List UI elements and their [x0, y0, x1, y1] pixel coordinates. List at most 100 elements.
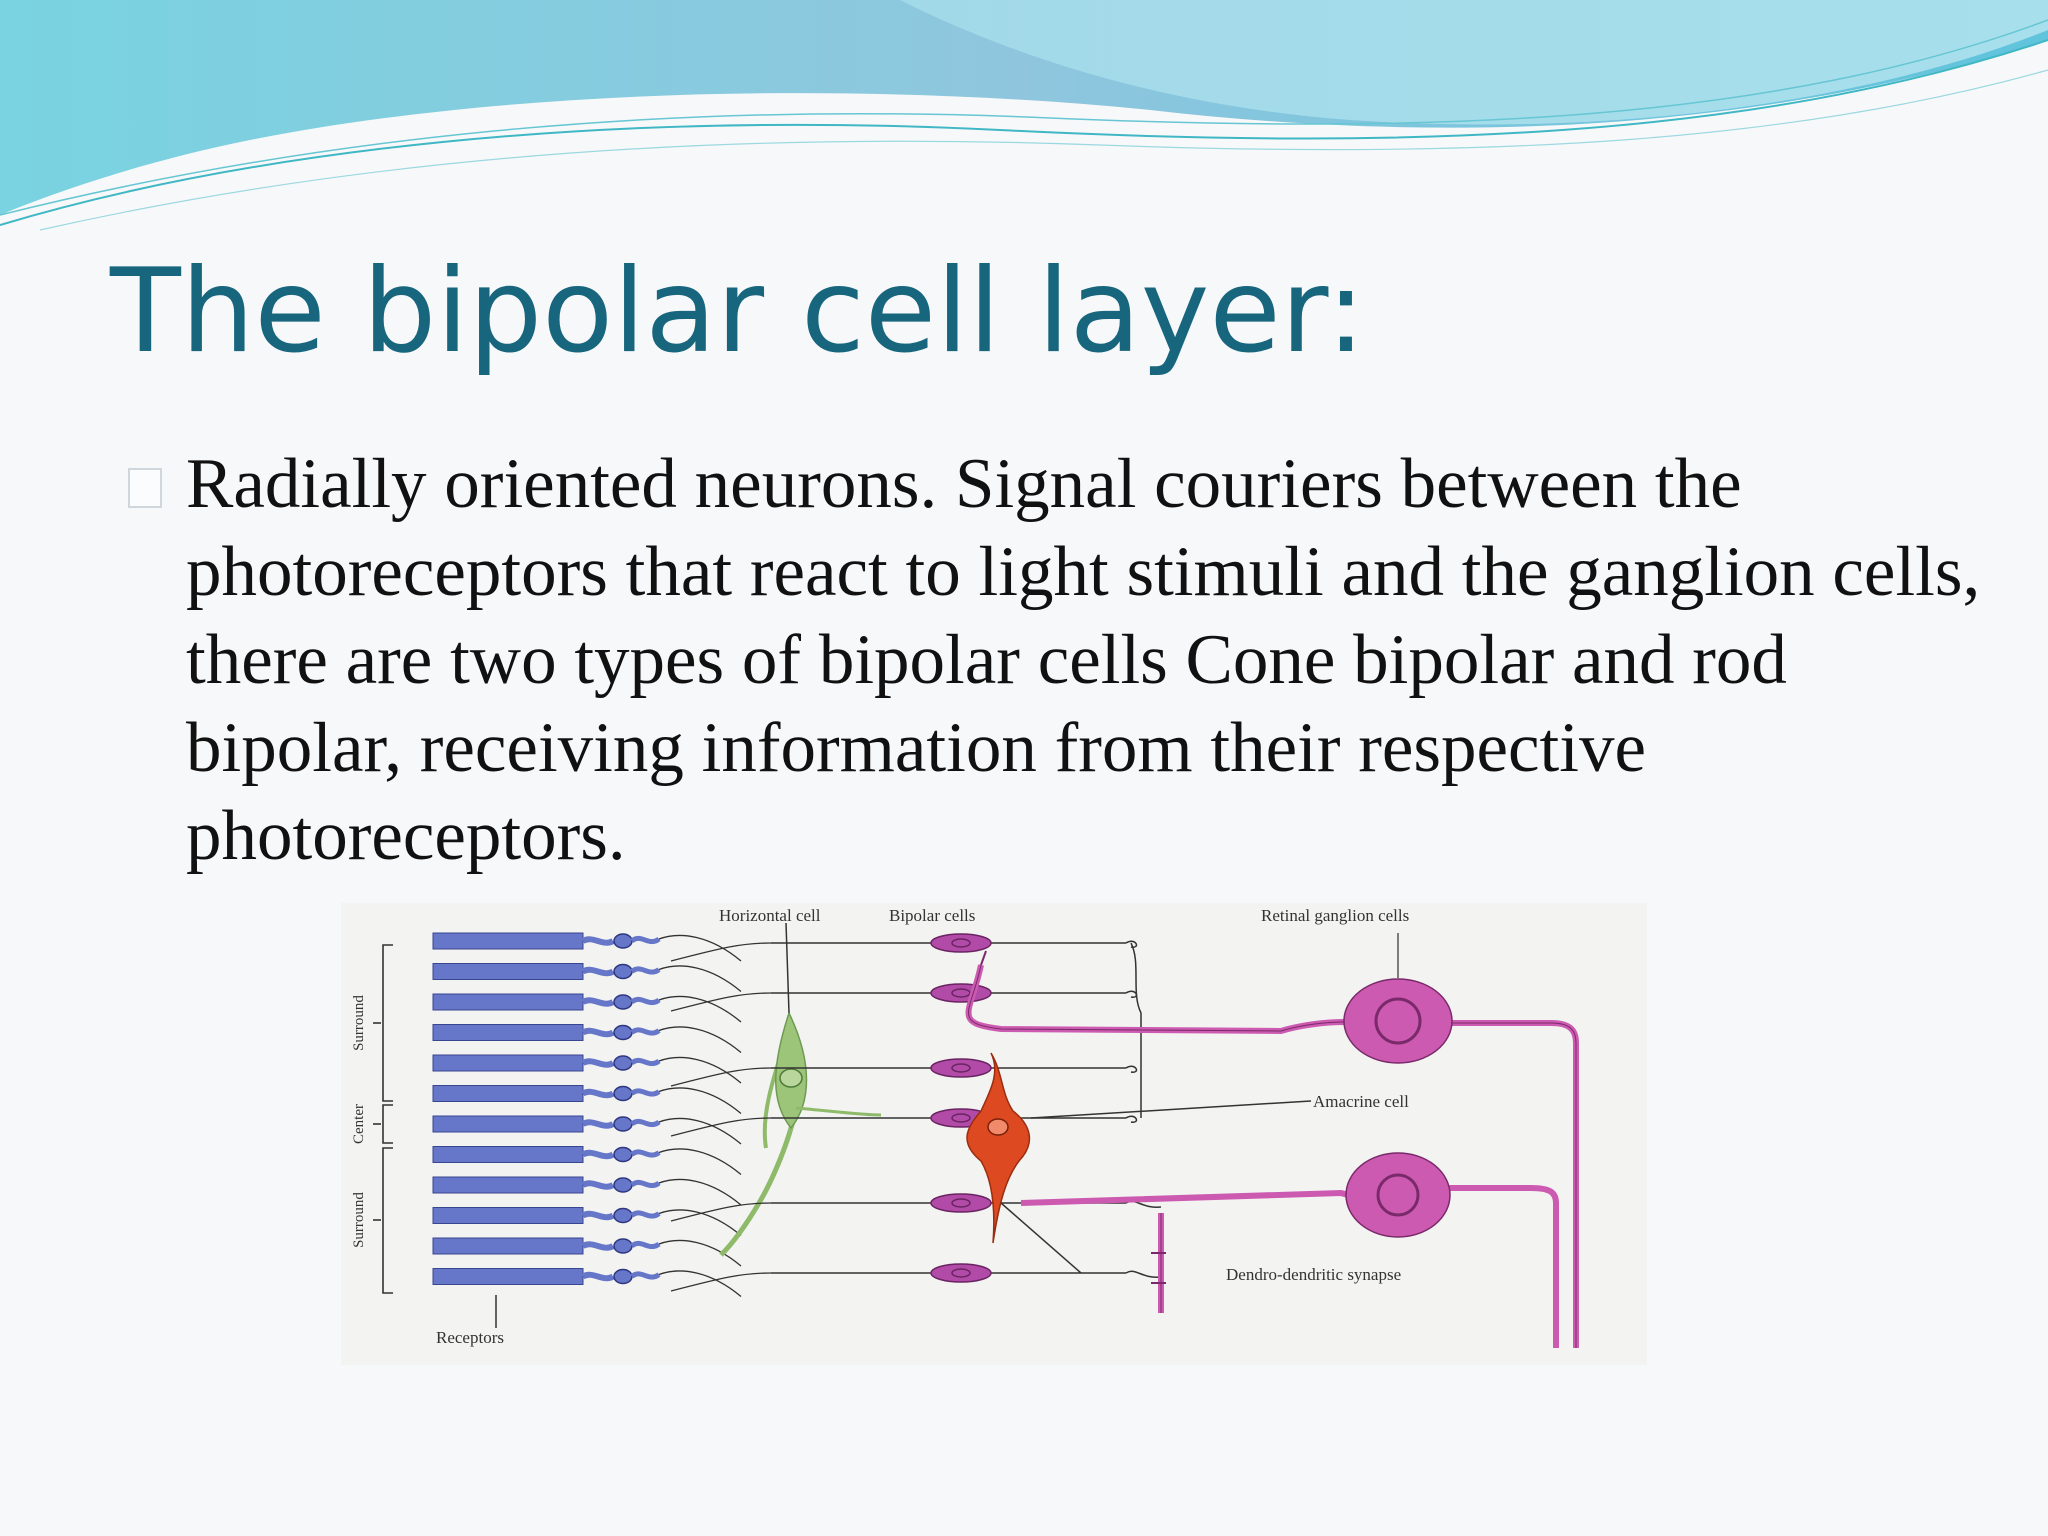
- bipolar-nucleus: [951, 1113, 971, 1123]
- receptor-outer-segment: [432, 1054, 584, 1072]
- bipolar-cells-label: Bipolar cells: [889, 906, 975, 925]
- receptor-connection: [658, 1056, 742, 1084]
- bullet-marker-icon: [128, 468, 162, 508]
- receptor-connection: [658, 1026, 742, 1053]
- receptor-outer-segment: [432, 963, 584, 980]
- ganglion-cells-label: Retinal ganglion cells: [1261, 906, 1409, 925]
- bipolar-cell: [670, 1108, 1138, 1137]
- receptor-axon: [630, 1179, 661, 1189]
- amacrine-cell: [966, 1052, 1312, 1274]
- receptor-connection: [658, 1117, 742, 1145]
- bipolar-terminal: [1125, 1115, 1138, 1123]
- receptor-inner-segment: [581, 1119, 615, 1129]
- ganglion-cells: [965, 933, 1579, 1348]
- receptor-nucleus: [613, 1116, 633, 1132]
- bullet-text: Radially oriented neurons. Signal courie…: [186, 445, 1981, 875]
- receptor-axon: [630, 1088, 661, 1097]
- bipolar-nucleus: [951, 1268, 971, 1278]
- receptor-cell: [432, 1024, 742, 1053]
- bipolar-terminal: [1125, 1270, 1162, 1278]
- receptor-inner-segment: [581, 1027, 615, 1038]
- receptor-inner-segment: [581, 1180, 615, 1190]
- receptor-cell: [432, 993, 742, 1023]
- bipolar-nucleus: [951, 1063, 971, 1073]
- receptor-nucleus: [613, 1268, 633, 1285]
- bipolar-dendrite: [670, 992, 772, 1012]
- receptor-outer-segment: [432, 993, 584, 1011]
- bipolar-soma: [930, 933, 992, 953]
- rod-bipolar-terminal: [1151, 1213, 1166, 1313]
- receptor-nucleus: [613, 1055, 633, 1071]
- bipolar-dendrite: [670, 1272, 772, 1292]
- slide-title: The bipolar cell layer:: [110, 244, 1366, 379]
- receptor-cells: [432, 932, 742, 1297]
- bipolar-cell: [670, 933, 1138, 962]
- receptor-outer-segment: [432, 1115, 584, 1133]
- bipolar-soma: [930, 1058, 992, 1078]
- receptor-outer-segment: [432, 1237, 584, 1255]
- amacrine-cell-label: Amacrine cell: [1313, 1092, 1409, 1111]
- bipolar-terminal-bundle: [1130, 942, 1142, 1118]
- receptor-nucleus: [613, 1207, 633, 1224]
- receptor-nucleus: [613, 1024, 633, 1041]
- bipolar-cells: [670, 933, 1162, 1292]
- receptor-cell: [432, 1054, 742, 1084]
- receptor-connection: [658, 1270, 742, 1297]
- receptor-cell: [432, 1085, 742, 1114]
- receptor-axon: [630, 1210, 661, 1219]
- receptor-axon: [630, 1057, 661, 1067]
- receptor-cell: [432, 1207, 742, 1236]
- receptor-nucleus: [613, 933, 633, 949]
- receptor-axon: [630, 1271, 661, 1280]
- receptor-axon: [630, 1240, 661, 1250]
- bipolar-dendrite: [670, 942, 772, 962]
- receptor-outer-segment: [432, 1146, 584, 1163]
- bipolar-nucleus: [951, 1198, 971, 1208]
- bipolar-nucleus: [951, 938, 971, 948]
- receptor-connection: [658, 1239, 742, 1267]
- bipolar-terminal: [1125, 1065, 1138, 1073]
- receptor-inner-segment: [581, 1241, 615, 1251]
- receptor-nucleus: [613, 1146, 633, 1163]
- surround-bottom-label: Surround: [351, 1192, 367, 1248]
- receptor-cell: [432, 1268, 742, 1297]
- receptor-outer-segment: [432, 1268, 584, 1285]
- bipolar-cell: [670, 1058, 1138, 1087]
- bipolar-dendrite: [670, 1067, 772, 1087]
- receptor-axon: [630, 935, 661, 945]
- bipolar-soma: [930, 983, 992, 1003]
- receptor-cell: [432, 1176, 742, 1206]
- receptor-inner-segment: [581, 997, 615, 1007]
- bipolar-soma: [930, 1263, 992, 1283]
- receptor-nucleus: [613, 963, 633, 980]
- receptor-connection: [658, 1148, 742, 1175]
- bipolar-soma: [930, 1193, 992, 1213]
- receptor-cell: [432, 1115, 742, 1145]
- receptor-inner-segment: [581, 1088, 615, 1099]
- receptor-outer-segment: [432, 1085, 584, 1102]
- receptor-cell: [432, 932, 742, 962]
- receptor-inner-segment: [581, 936, 615, 946]
- receptor-outer-segment: [432, 1024, 584, 1041]
- receptor-connection: [658, 965, 742, 992]
- receptors-label: Receptors: [436, 1328, 504, 1347]
- receptor-nucleus: [613, 1085, 633, 1102]
- receptor-axon: [630, 996, 661, 1006]
- synapse-label: Dendro-dendritic synapse: [1226, 1265, 1401, 1284]
- receptor-axon: [630, 1149, 661, 1158]
- receptor-axon: [630, 966, 661, 975]
- side-brackets: [373, 944, 393, 1294]
- center-label: Center: [351, 1104, 367, 1144]
- receptor-axon: [630, 1027, 661, 1036]
- receptor-connection: [658, 1178, 742, 1206]
- receptor-cell: [432, 1237, 742, 1267]
- receptor-cell: [432, 1146, 742, 1175]
- receptor-nucleus: [613, 1238, 633, 1254]
- horizontal-cell: [719, 922, 882, 1257]
- bipolar-dendrite: [670, 1202, 772, 1222]
- receptor-connection: [658, 934, 742, 962]
- receptor-outer-segment: [432, 932, 584, 950]
- retina-circuit-diagram: Surround Center Surround: [341, 903, 1647, 1365]
- bipolar-dendrite: [670, 1117, 772, 1137]
